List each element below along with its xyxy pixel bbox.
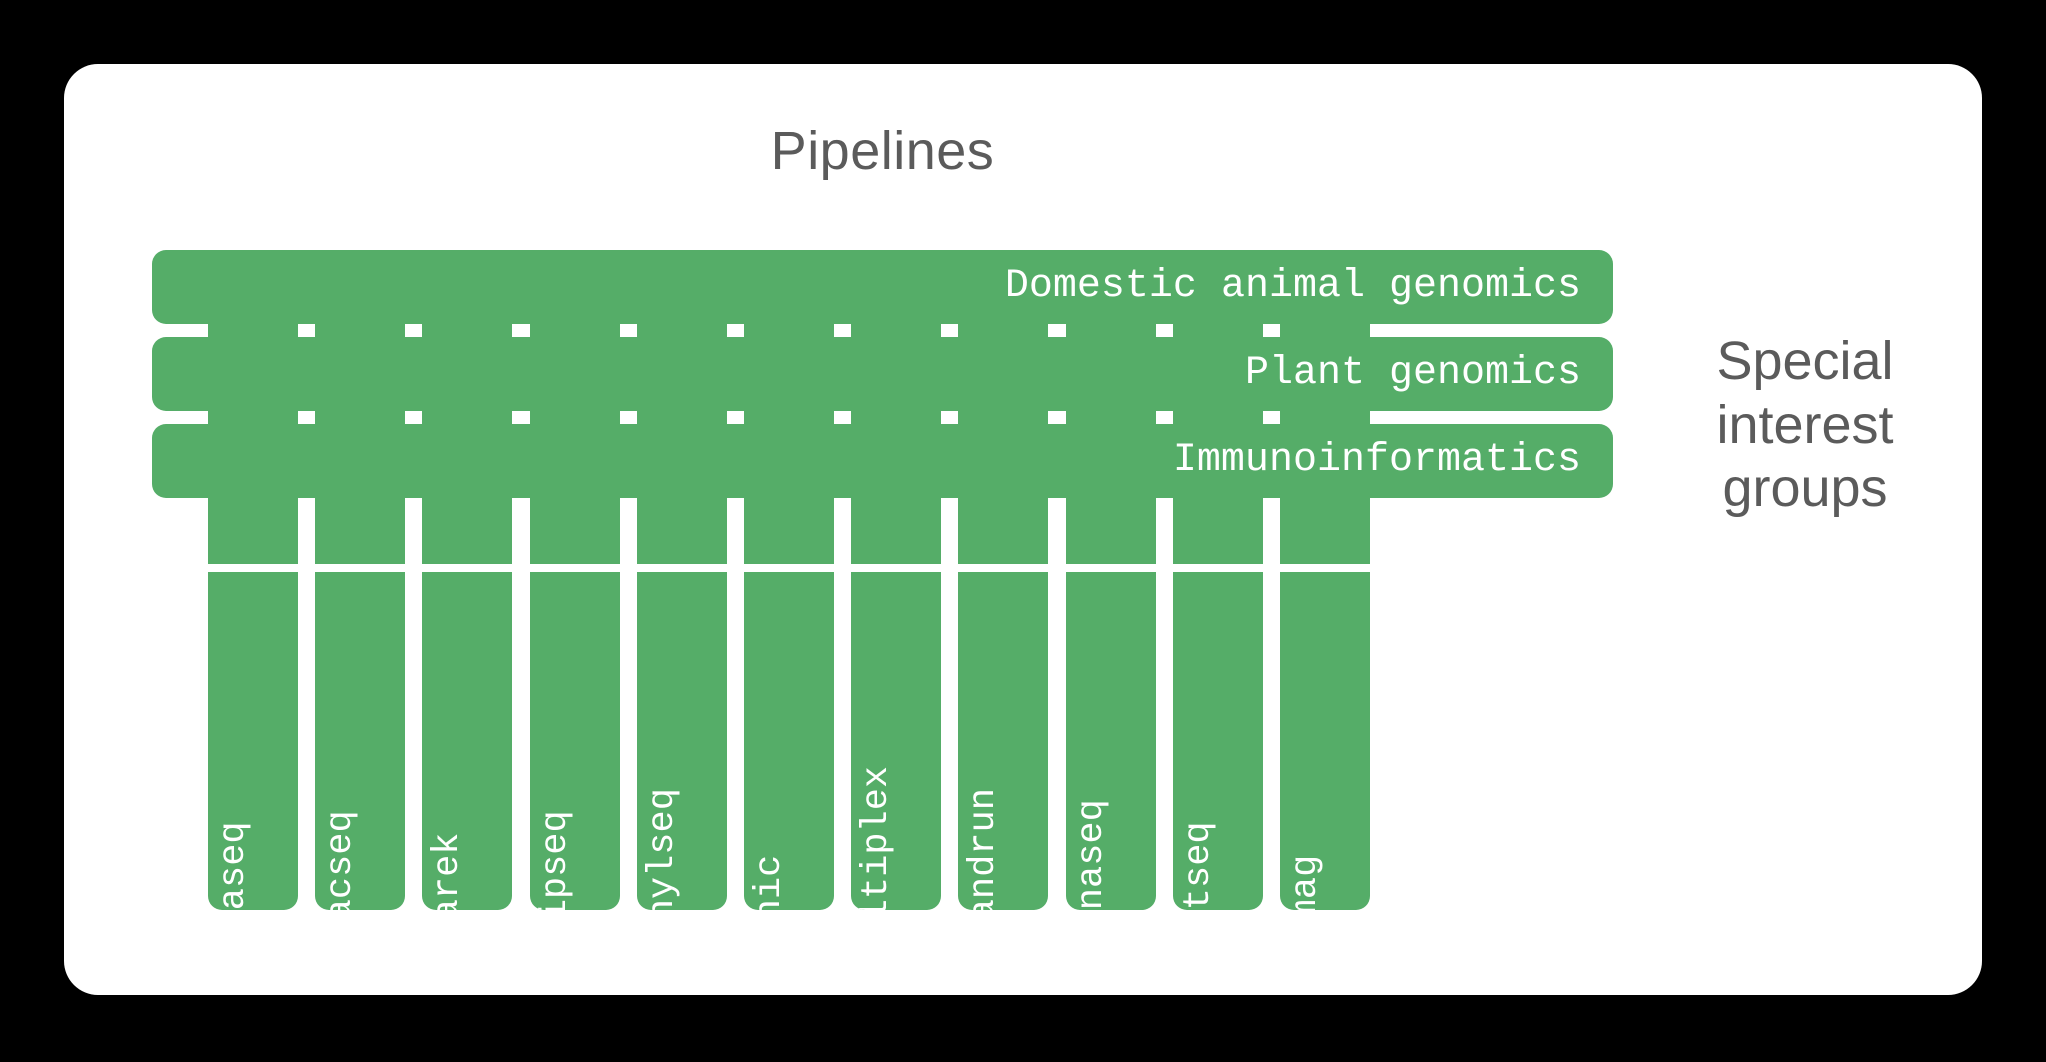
pipeline-column-label: methylseq <box>642 788 684 910</box>
pipeline-column-label: atacseq <box>320 810 362 910</box>
sig-bar-1[interactable]: Domestic animal genomics <box>152 250 1613 324</box>
pipeline-column-label: demultiplex <box>856 765 898 910</box>
pipeline-column-label: chipseq <box>535 810 577 910</box>
pipeline-column-label: rnaseq <box>213 821 255 910</box>
special-interest-groups-caption: Special interest groups <box>1660 330 1950 521</box>
sig-bar-label: Plant genomics <box>1244 351 1581 396</box>
sig-bar-label: Immunoinformatics <box>1172 438 1581 483</box>
pipeline-column-label: sarek <box>427 832 469 910</box>
sig-caption-line-1: Special <box>1716 331 1894 391</box>
pipeline-column-label: hic <box>749 854 791 910</box>
sig-caption-line-2: interest <box>1716 394 1894 455</box>
sig-bar-label: Domestic animal genomics <box>1004 264 1581 309</box>
column-slice-gap <box>152 564 1613 572</box>
column-slice-gap <box>152 242 1613 250</box>
pipeline-column-label: mag <box>1285 854 1327 910</box>
page-title: Pipelines <box>770 121 995 181</box>
sig-bar-3[interactable]: Immunoinformatics <box>152 424 1613 498</box>
sig-bar-2[interactable]: Plant genomics <box>152 337 1613 411</box>
pipeline-column-label: hgtseq <box>1178 821 1220 910</box>
pipeline-column-label: smrnaseq <box>1071 799 1113 910</box>
sig-caption-line-3: groups <box>1722 458 1888 519</box>
pipeline-column-label: cutandrun <box>963 788 1005 910</box>
